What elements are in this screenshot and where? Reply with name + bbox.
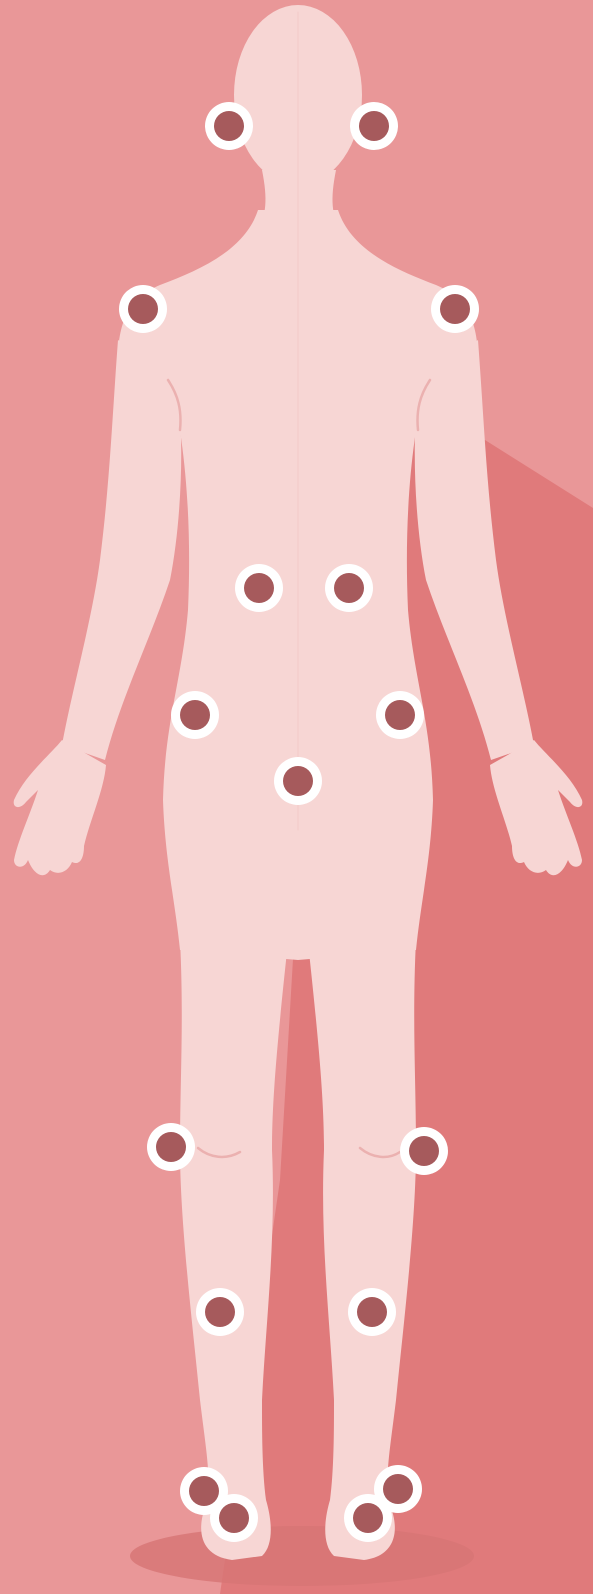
marker-dot-icon <box>128 294 158 324</box>
marker-knee-right[interactable] <box>400 1127 448 1175</box>
marker-head-left[interactable] <box>205 102 253 150</box>
floor-shadow <box>130 1526 474 1586</box>
marker-dot-icon <box>156 1132 186 1162</box>
marker-head-right[interactable] <box>350 102 398 150</box>
marker-dot-icon <box>440 294 470 324</box>
marker-dot-icon <box>385 700 415 730</box>
marker-dot-icon <box>244 573 274 603</box>
marker-dot-icon <box>353 1503 383 1533</box>
marker-dot-icon <box>219 1503 249 1533</box>
marker-hip-right[interactable] <box>376 691 424 739</box>
marker-dot-icon <box>214 111 244 141</box>
marker-calf-left[interactable] <box>196 1288 244 1336</box>
marker-dot-icon <box>359 111 389 141</box>
marker-shoulder-left[interactable] <box>119 285 167 333</box>
marker-knee-left[interactable] <box>147 1123 195 1171</box>
marker-dot-icon <box>383 1474 413 1504</box>
marker-shoulder-right[interactable] <box>431 285 479 333</box>
marker-heel-left[interactable] <box>210 1494 258 1542</box>
marker-tailbone[interactable] <box>274 757 322 805</box>
marker-dot-icon <box>357 1297 387 1327</box>
marker-heel-right[interactable] <box>344 1494 392 1542</box>
marker-calf-right[interactable] <box>348 1288 396 1336</box>
marker-dot-icon <box>409 1136 439 1166</box>
marker-hip-left[interactable] <box>171 691 219 739</box>
marker-dot-icon <box>180 700 210 730</box>
marker-dot-icon <box>283 766 313 796</box>
marker-lower-back-right[interactable] <box>325 564 373 612</box>
marker-dot-icon <box>189 1476 219 1506</box>
marker-dot-icon <box>205 1297 235 1327</box>
marker-dot-icon <box>334 573 364 603</box>
marker-lower-back-left[interactable] <box>235 564 283 612</box>
